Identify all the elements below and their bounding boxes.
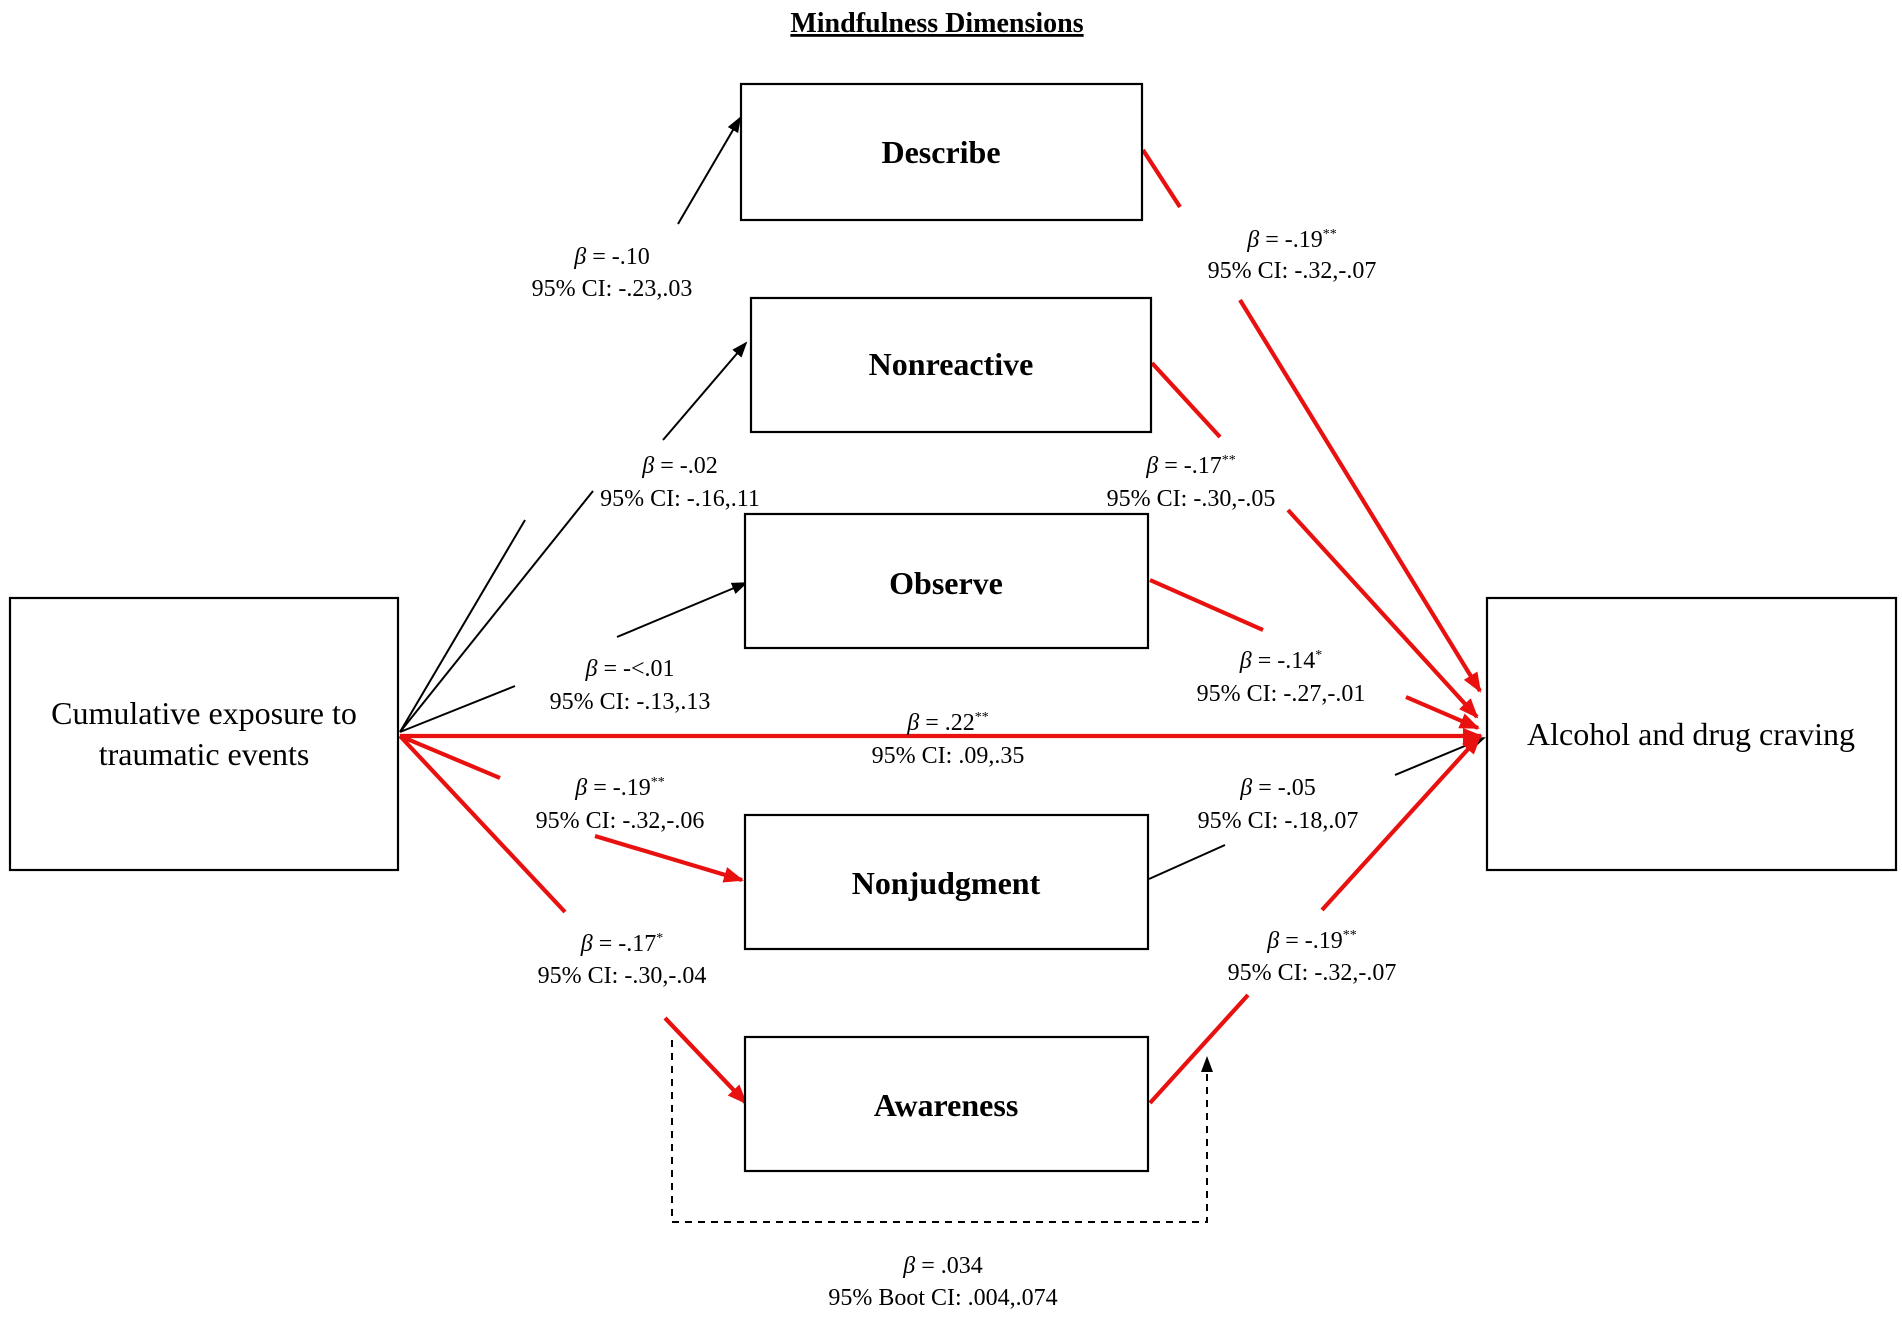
svg-text:β = -.02: β = -.02 [641,453,718,479]
path-a-awareness-segment [398,734,567,914]
svg-text:95% CI: -.16,.11: 95% CI: -.16,.11 [600,486,760,512]
svg-text:β = -.19**: β = -.19** [1266,928,1357,954]
svg-text:β = -.05: β = -.05 [1239,775,1316,801]
path-a-nonreactive-segment [399,490,594,733]
path-b-describe-arrow [1238,298,1482,693]
stat-indirect: β = .034 95% Boot CI: .004,.074 [828,1253,1057,1311]
svg-text:β = -.17**: β = -.17** [1145,453,1236,479]
svg-text:95% Boot CI: .004,.074: 95% Boot CI: .004,.074 [828,1285,1057,1311]
diagram-title: Mindfulness Dimensions [790,8,1083,39]
stat-b-nonreactive: β = -.17** 95% CI: -.30,-.05 [1107,453,1276,512]
svg-text:95% CI: -.27,-.01: 95% CI: -.27,-.01 [1197,681,1366,707]
path-a-nonjudgment-arrow [594,833,744,883]
observe-label: Observe [889,565,1003,601]
path-a-observe-segment [399,685,516,733]
path-b-observe-segment [1149,578,1264,632]
nonjudgment-label: Nonjudgment [852,865,1041,901]
path-b-nonjudgment-segment [1148,844,1226,880]
predictor-label-line2: traumatic events [99,736,310,772]
svg-text:95% CI: -.32,-.06: 95% CI: -.32,-.06 [536,808,705,834]
nonreactive-label: Nonreactive [869,346,1034,382]
svg-text:95% CI: .09,.35: 95% CI: .09,.35 [872,743,1025,769]
describe-box [739,82,1144,222]
path-a-nonreactive-arrow [662,341,748,441]
svg-text:95% CI: -.18,.07: 95% CI: -.18,.07 [1198,808,1359,834]
stat-b-nonjudgment: β = -.05 95% CI: -.18,.07 [1198,775,1359,834]
stat-a-awareness: β = -.17* 95% CI: -.30,-.04 [538,931,707,989]
stat-a-describe: β = -.10 95% CI: -.23,.03 [532,244,693,302]
observe-box [743,512,1150,650]
svg-text:β = .22**: β = .22** [906,710,989,736]
awareness-label: Awareness [874,1087,1019,1123]
path-a-awareness-arrow [663,1016,748,1105]
svg-text:β = .034: β = .034 [902,1253,983,1279]
path-b-awareness-segment [1148,993,1250,1105]
outcome-box [1485,596,1898,872]
svg-text:β = -.19**: β = -.19** [1246,227,1337,253]
path-a-describe-arrow [677,116,742,225]
path-indirect-dashed [671,1040,1213,1223]
stat-a-nonjudgment: β = -.19** 95% CI: -.32,-.06 [536,775,705,834]
predictor-box [8,596,400,872]
path-a-nonjudgment-segment [399,734,501,780]
svg-text:β = -.17*: β = -.17* [580,931,664,957]
path-b-observe-arrow [1405,695,1480,730]
path-b-awareness-arrow [1320,734,1482,912]
stat-b-observe: β = -.14* 95% CI: -.27,-.01 [1197,648,1366,707]
awareness-box [743,1035,1150,1173]
path-b-nonreactive-segment [1150,361,1222,439]
svg-text:β = -<.01: β = -<.01 [584,656,674,682]
describe-label: Describe [881,134,1000,170]
path-b-describe-segment [1141,148,1182,209]
stat-b-awareness: β = -.19** 95% CI: -.32,-.07 [1228,928,1397,986]
predictor-label-line1: Cumulative exposure to [51,695,357,731]
svg-text:β = -.19**: β = -.19** [574,775,665,801]
nonreactive-box [749,296,1153,434]
stat-b-describe: β = -.19** 95% CI: -.32,-.07 [1208,227,1377,284]
svg-text:95% CI: -.13,.13: 95% CI: -.13,.13 [550,689,711,715]
path-b-nonreactive-arrow [1286,508,1479,719]
svg-text:β = -.10: β = -.10 [573,244,650,270]
svg-text:β = -.14*: β = -.14* [1239,648,1323,674]
stat-direct: β = .22** 95% CI: .09,.35 [872,710,1025,769]
nonjudgment-box [743,813,1150,951]
outcome-label: Alcohol and drug craving [1527,716,1855,752]
svg-text:95% CI: -.30,-.05: 95% CI: -.30,-.05 [1107,486,1276,512]
stat-a-nonreactive: β = -.02 95% CI: -.16,.11 [600,453,760,512]
svg-text:95% CI: -.32,-.07: 95% CI: -.32,-.07 [1208,258,1377,284]
svg-text:95% CI: -.32,-.07: 95% CI: -.32,-.07 [1228,960,1397,986]
svg-text:95% CI: -.30,-.04: 95% CI: -.30,-.04 [538,963,707,989]
stat-a-observe: β = -<.01 95% CI: -.13,.13 [550,656,711,715]
path-a-observe-arrow [616,582,748,638]
svg-text:95% CI: -.23,.03: 95% CI: -.23,.03 [532,276,693,302]
path-a-describe-segment [399,519,526,733]
